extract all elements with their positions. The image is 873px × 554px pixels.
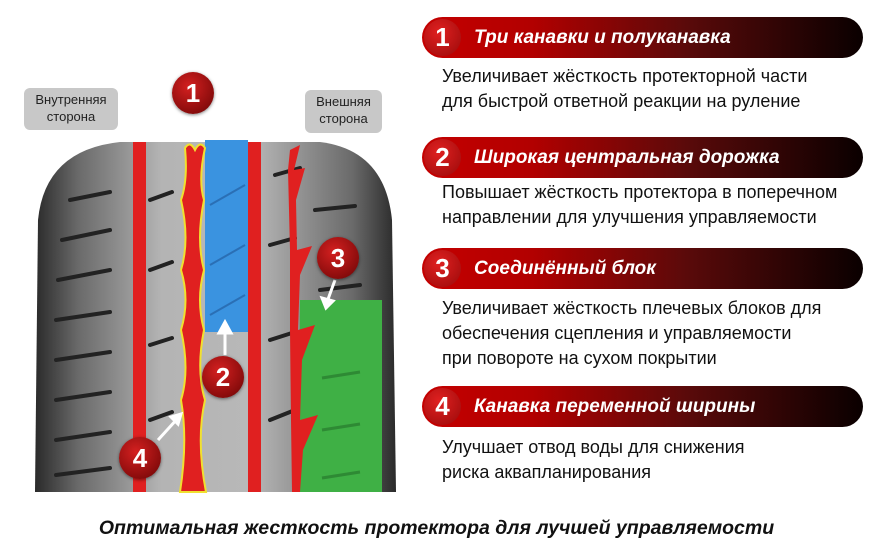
- groove-right: [248, 142, 261, 492]
- center-rib-highlight: [205, 140, 248, 332]
- outer-side-label: Внешняя сторона: [305, 90, 382, 133]
- feature-4: 4 Канавка переменной ширины Улучшает отво…: [422, 386, 863, 485]
- groove-left: [133, 142, 146, 492]
- badge-4: 4: [119, 437, 161, 479]
- half-groove-zigzag: [288, 145, 318, 492]
- feature-title: Соединённый блок: [474, 258, 656, 279]
- badge-3: 3: [317, 237, 359, 279]
- feature-description: Увеличивает жёсткость плечевых блоков дл…: [442, 296, 863, 371]
- feature-header: 2 Широкая центральная дорожка: [422, 137, 863, 178]
- desc-line: Улучшает отвод воды для снижения: [442, 437, 745, 457]
- arrows: [156, 279, 337, 442]
- feature-title: Канавка переменной ширины: [474, 396, 756, 417]
- feature-header: 1 Три канавки и полуканавка: [422, 17, 863, 58]
- feature-3: 3 Соединённый блок Увеличивает жёсткость …: [422, 248, 863, 371]
- tire-tread-illustration: [35, 140, 396, 493]
- feature-description: Увеличивает жёсткость протекторной части…: [442, 64, 863, 114]
- feature-header: 3 Соединённый блок: [422, 248, 863, 289]
- desc-line: обеспечения сцепления и управляемости: [442, 323, 792, 343]
- feature-description: Повышает жёсткость протектора в поперечн…: [442, 180, 863, 230]
- sipes: [54, 166, 362, 477]
- feature-2: 2 Широкая центральная дорожка Повышает жё…: [422, 137, 863, 230]
- shoulder-block-highlight: [298, 300, 382, 492]
- feature-description: Улучшает отвод воды для снижения риска ак…: [442, 435, 863, 485]
- desc-line: при повороте на сухом покрытии: [442, 348, 717, 368]
- feature-title: Широкая центральная дорожка: [474, 147, 780, 168]
- groove-center-variable: [178, 143, 208, 493]
- feature-number: 4: [424, 388, 461, 425]
- badge-1: 1: [172, 72, 214, 114]
- badge-2: 2: [202, 356, 244, 398]
- feature-header: 4 Канавка переменной ширины: [422, 386, 863, 427]
- desc-line: риска аквапланирования: [442, 462, 651, 482]
- feature-title: Три канавки и полуканавка: [474, 27, 731, 48]
- feature-number: 3: [424, 250, 461, 287]
- inner-side-label: Внутренняя сторона: [24, 88, 118, 130]
- feature-1: 1 Три канавки и полуканавка Увеличивает ж…: [422, 17, 863, 114]
- feature-number: 2: [424, 139, 461, 176]
- desc-line: Увеличивает жёсткость протекторной части: [442, 66, 808, 86]
- caption: Оптимальная жесткость протектора для луч…: [98, 517, 775, 539]
- feature-number: 1: [424, 19, 461, 56]
- desc-line: Повышает жёсткость протектора в поперечн…: [442, 182, 838, 202]
- desc-line: Увеличивает жёсткость плечевых блоков дл…: [442, 298, 822, 318]
- desc-line: направлении для улучшения управляемости: [442, 207, 817, 227]
- desc-line: для быстрой ответной реакции на руление: [442, 91, 801, 111]
